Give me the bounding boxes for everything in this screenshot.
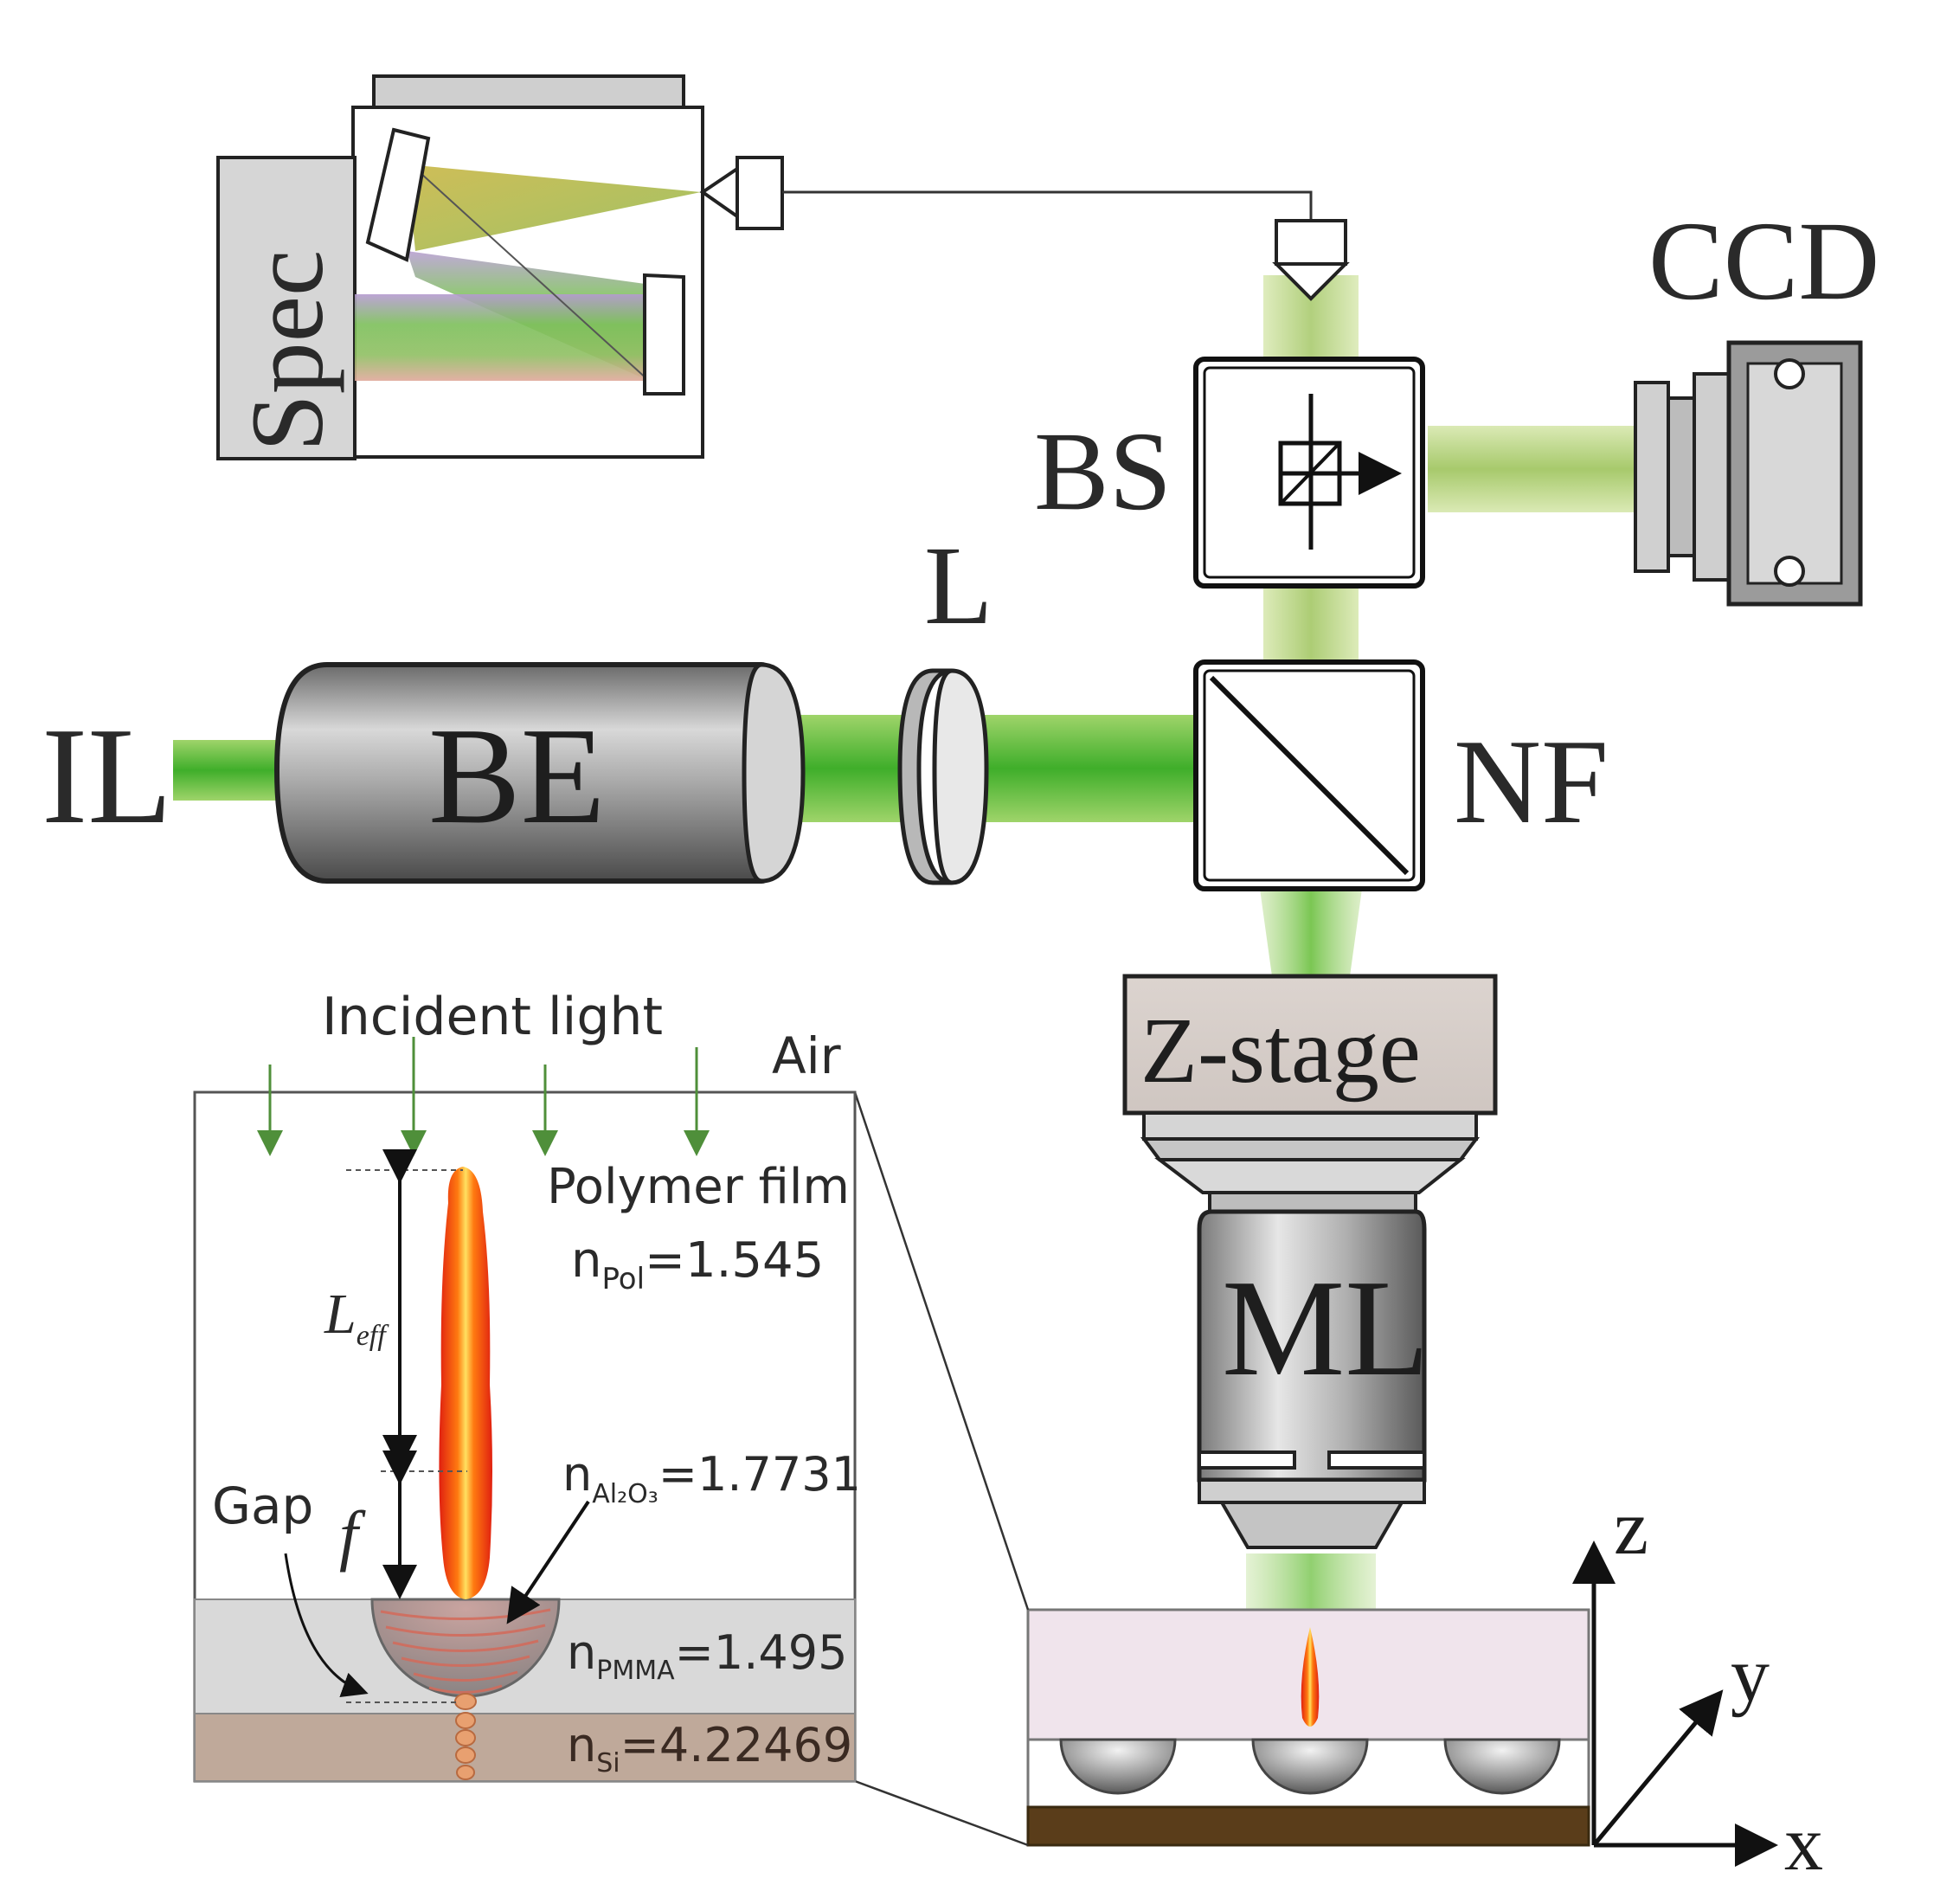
- polymer-film-label: Polymer film: [547, 1159, 850, 1215]
- coordinate-axes: z y x: [1572, 1485, 1823, 1887]
- air-label: Air: [772, 1026, 841, 1085]
- gap-label: Gap: [212, 1476, 313, 1535]
- lens-label: L: [924, 524, 992, 648]
- sample-stack: [1026, 1608, 1590, 1847]
- n-pol-label: nPol=1.545: [571, 1232, 824, 1296]
- z-stage: Z-stage: [1122, 974, 1498, 1116]
- notch-filter: NF: [1193, 659, 1609, 891]
- zstage-label: Z-stage: [1140, 1000, 1421, 1103]
- ml-label: ML: [1222, 1251, 1429, 1405]
- lens-l: L: [897, 524, 992, 885]
- be-label: BE: [428, 698, 605, 852]
- beam-expander: BE IL: [42, 662, 806, 884]
- zoom-line-bottom: [854, 1779, 1029, 1847]
- axis-z-label: z: [1614, 1485, 1648, 1571]
- axis-x-label: x: [1784, 1801, 1823, 1887]
- incident-light-label: Incident light: [322, 987, 663, 1047]
- il-label: IL: [42, 698, 172, 852]
- collection-lens: [1272, 219, 1350, 301]
- ccd-camera: CCD: [1634, 199, 1879, 607]
- l-eff-label: Leff: [324, 1283, 389, 1352]
- n-al2o3-label: nAl₂O₃=1.7731: [562, 1447, 861, 1509]
- ccd-label: CCD: [1648, 199, 1879, 324]
- inset-detail: Incident light Air Polymer film nPol=1.5…: [193, 987, 861, 1783]
- n-si-label: nSi=4.22469: [567, 1718, 852, 1779]
- microscope-objective: ML: [1140, 1111, 1480, 1549]
- axis-y-label: y: [1731, 1632, 1770, 1718]
- optical-fiber: [782, 190, 1313, 221]
- n-pmma-label: nPMMA=1.495: [567, 1625, 847, 1686]
- beam-splitter: BS: [1034, 357, 1425, 589]
- zoom-line-top: [853, 1091, 1030, 1611]
- spec-label: Spec: [229, 250, 344, 452]
- nf-label: NF: [1454, 715, 1609, 849]
- bs-label: BS: [1034, 409, 1172, 534]
- spectrometer: Spec: [216, 74, 784, 460]
